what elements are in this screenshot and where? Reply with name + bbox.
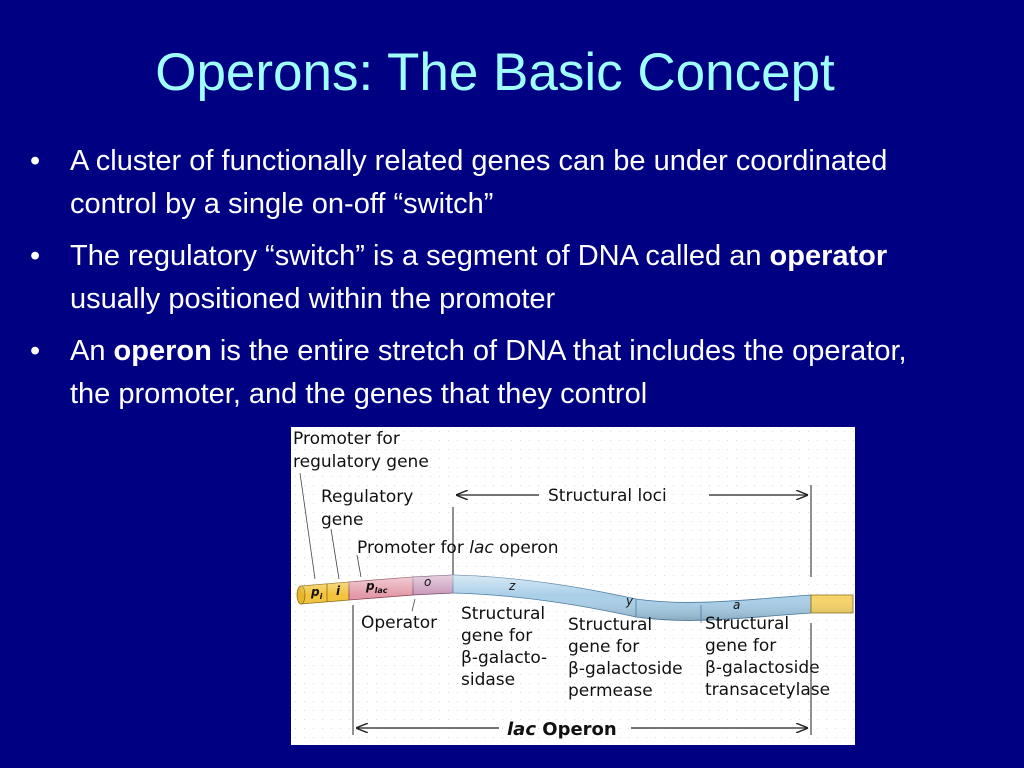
bullet-text: The regulatory “switch” is a segment of … xyxy=(70,240,770,272)
operon-svg: Promoter for regulatory gene Regulatory … xyxy=(293,429,854,740)
bullet-dot-icon: • xyxy=(30,335,41,367)
bullet-text: A cluster of functionally related genes … xyxy=(70,145,888,220)
tube-shading xyxy=(301,575,853,621)
bullet-list: • A cluster of functionally related genes… xyxy=(30,140,930,425)
svg-text:transacetylase: transacetylase xyxy=(705,680,830,700)
bullet-dot-icon: • xyxy=(30,240,41,272)
promoter-regulatory-label: Promoter for xyxy=(293,429,400,449)
segment-plac-label: plac xyxy=(365,579,388,595)
segment-pi-label: pi xyxy=(310,585,323,601)
bullet-bold-term: operon xyxy=(113,335,212,367)
svg-text:β-galactoside: β-galactoside xyxy=(568,659,683,679)
svg-text:Structural: Structural xyxy=(461,604,545,624)
slide-title: Operons: The Basic Concept xyxy=(155,42,835,102)
bullet-bold-term: operator xyxy=(769,240,888,272)
promoter-lac-label: Promoter for lac operon xyxy=(357,538,559,558)
segment-z-label: z xyxy=(508,579,516,593)
promoter-regulatory-label: regulatory gene xyxy=(293,452,429,472)
regulatory-gene-label: gene xyxy=(321,510,363,530)
bullet-text: An xyxy=(70,335,114,367)
leader-line xyxy=(299,472,316,580)
gene-z-label: Structural gene for β-galacto- sidase xyxy=(461,604,547,690)
gene-a-label: Structural gene for β-galactoside transa… xyxy=(705,614,830,700)
regulatory-gene-label: Regulatory xyxy=(321,487,413,507)
bullet-dot-icon: • xyxy=(30,145,41,177)
structural-loci-label: Structural loci xyxy=(548,486,667,506)
svg-text:sidase: sidase xyxy=(461,670,515,690)
bullet-item: • The regulatory “switch” is a segment of… xyxy=(30,235,930,321)
segment-a-label: a xyxy=(733,598,740,612)
svg-text:permease: permease xyxy=(568,681,653,701)
gene-y-label: Structural gene for β-galactoside permea… xyxy=(568,615,683,701)
svg-text:Structural: Structural xyxy=(705,614,789,634)
segment-i-label: i xyxy=(336,584,341,598)
svg-text:gene for: gene for xyxy=(461,626,532,646)
svg-text:gene for: gene for xyxy=(568,637,639,657)
segment-y-label: y xyxy=(625,594,634,608)
lac-operon-diagram: Promoter for regulatory gene Regulatory … xyxy=(291,427,855,745)
bullet-text: usually positioned within the promoter xyxy=(70,283,556,315)
svg-text:gene for: gene for xyxy=(705,636,776,656)
bullet-text: is the entire stretch of DNA that includ… xyxy=(70,335,907,410)
operator-label: Operator xyxy=(361,613,437,633)
segment-o-label: o xyxy=(424,575,431,589)
bullet-item: • An operon is the entire stretch of DNA … xyxy=(30,330,930,416)
svg-text:β-galacto-: β-galacto- xyxy=(461,648,547,668)
bullet-item: • A cluster of functionally related genes… xyxy=(30,140,930,226)
dna-tube xyxy=(296,574,854,623)
svg-text:β-galactoside: β-galactoside xyxy=(705,658,820,678)
leader-line xyxy=(356,554,362,578)
leader-line xyxy=(411,598,416,612)
svg-text:Structural: Structural xyxy=(568,615,652,635)
lac-operon-label: lac Operon xyxy=(507,719,617,740)
leader-line xyxy=(330,528,340,580)
